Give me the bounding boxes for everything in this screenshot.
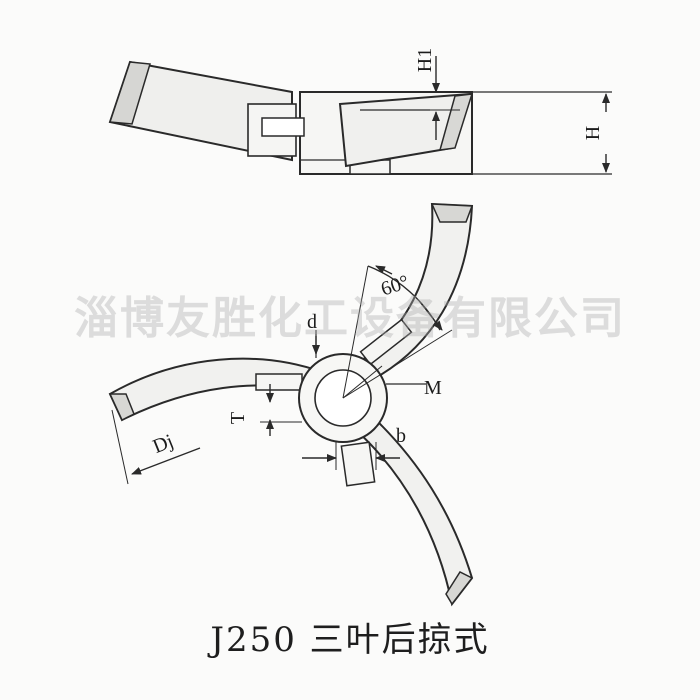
watermark-text: 淄博友胜化工设备有限公司 (74, 293, 626, 344)
figure-caption: J250 三叶后掠式 (210, 620, 490, 660)
label-b: b (396, 425, 406, 447)
label-h1: H1 (414, 48, 436, 72)
label-t: T (227, 412, 249, 424)
label-m: M (424, 377, 442, 399)
side-view (108, 56, 612, 175)
plan-view (108, 202, 474, 607)
label-h: H (582, 126, 604, 140)
blade-lower (354, 414, 474, 607)
label-d: d (307, 311, 317, 333)
label-dj: Dj (150, 430, 177, 458)
